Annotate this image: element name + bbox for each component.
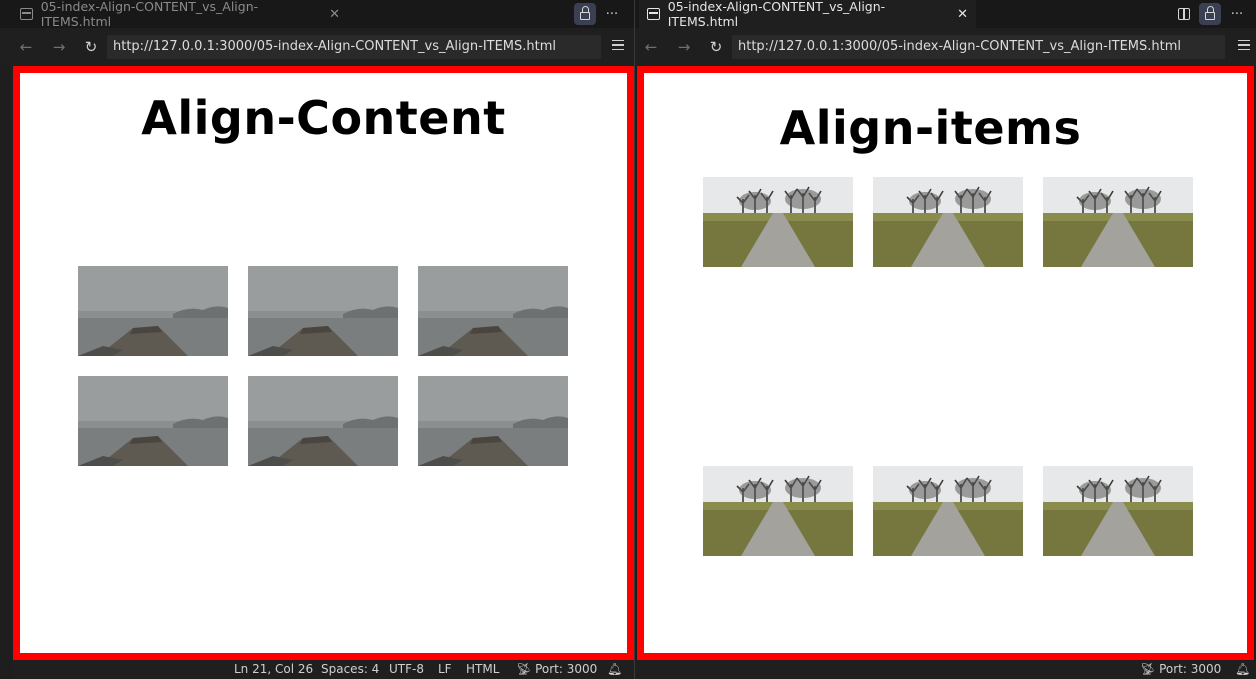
- left-browser-pane: 05-index-Align-CONTENT_vs_Align-ITEMS.ht…: [0, 0, 634, 679]
- broadcast-icon: 📡︎: [516, 662, 532, 676]
- path-image: [703, 177, 853, 267]
- right-tab-bar: 05-index-Align-CONTENT_vs_Align-ITEMS.ht…: [635, 0, 1256, 29]
- pier-image: [78, 266, 228, 356]
- pier-image: [248, 266, 398, 356]
- notification-bell-icon[interactable]: 🔔︎: [1235, 662, 1251, 676]
- more-actions-icon[interactable]: ···: [605, 6, 619, 22]
- live-server-port[interactable]: 📡︎ Port: 3000: [516, 662, 598, 676]
- close-icon[interactable]: ✕: [957, 6, 968, 22]
- language-mode[interactable]: HTML: [466, 662, 500, 676]
- right-nav-bar: ← → ↻ http://127.0.0.1:3000/05-index-Ali…: [635, 28, 1256, 66]
- path-image: [873, 466, 1023, 556]
- forward-arrow-icon[interactable]: →: [52, 38, 66, 56]
- notification-bell-icon[interactable]: 🔔︎: [607, 662, 623, 676]
- right-editor-tab[interactable]: 05-index-Align-CONTENT_vs_Align-ITEMS.ht…: [639, 0, 976, 29]
- split-editor-icon[interactable]: [1173, 3, 1195, 25]
- pier-image: [248, 376, 398, 466]
- right-url-input[interactable]: http://127.0.0.1:3000/05-index-Align-CON…: [732, 35, 1225, 59]
- left-url-input[interactable]: http://127.0.0.1:3000/05-index-Align-CON…: [107, 35, 601, 59]
- indentation-setting[interactable]: Spaces: 4: [321, 662, 380, 676]
- forward-arrow-icon[interactable]: →: [677, 38, 691, 56]
- broadcast-icon: 📡︎: [1140, 662, 1156, 676]
- lock-icon[interactable]: [1199, 3, 1221, 25]
- right-tab-title: 05-index-Align-CONTENT_vs_Align-ITEMS.ht…: [667, 0, 886, 29]
- back-arrow-icon[interactable]: ←: [644, 38, 658, 56]
- left-tab-bar: 05-index-Align-CONTENT_vs_Align-ITEMS.ht…: [0, 0, 634, 29]
- menu-icon[interactable]: [612, 40, 624, 50]
- path-image: [1043, 466, 1193, 556]
- page-title: Align-items: [779, 101, 1082, 155]
- left-nav-bar: ← → ↻ http://127.0.0.1:3000/05-index-Ali…: [0, 28, 634, 66]
- html-file-icon: [647, 8, 660, 20]
- live-server-port[interactable]: 📡︎ Port: 3000: [1140, 662, 1222, 676]
- path-image: [873, 177, 1023, 267]
- right-status-bar: 📡︎ Port: 3000 🔔︎: [635, 660, 1256, 679]
- cursor-position[interactable]: Ln 21, Col 26: [234, 662, 314, 676]
- page-title: Align-Content: [141, 91, 506, 145]
- right-browser-pane: 05-index-Align-CONTENT_vs_Align-ITEMS.ht…: [635, 0, 1256, 679]
- editor-gutter: [0, 66, 13, 679]
- close-icon[interactable]: ✕: [329, 6, 340, 22]
- right-page-viewport: Align-items: [637, 66, 1254, 660]
- encoding-setting[interactable]: UTF-8: [389, 662, 424, 676]
- pier-image: [418, 376, 568, 466]
- back-arrow-icon[interactable]: ←: [19, 38, 33, 56]
- reload-icon[interactable]: ↻: [84, 38, 98, 56]
- eol-setting[interactable]: LF: [438, 662, 452, 676]
- menu-icon[interactable]: [1238, 40, 1250, 50]
- left-status-bar: Ln 21, Col 26 Spaces: 4 UTF-8 LF HTML 📡︎…: [13, 660, 634, 679]
- left-editor-tab[interactable]: 05-index-Align-CONTENT_vs_Align-ITEMS.ht…: [12, 0, 348, 29]
- pier-image: [78, 376, 228, 466]
- left-tab-title: 05-index-Align-CONTENT_vs_Align-ITEMS.ht…: [40, 0, 259, 29]
- reload-icon[interactable]: ↻: [709, 38, 723, 56]
- lock-icon[interactable]: [574, 3, 596, 25]
- path-image: [703, 466, 853, 556]
- pane-divider[interactable]: [634, 0, 635, 679]
- pier-image: [418, 266, 568, 356]
- path-image: [1043, 177, 1193, 267]
- html-file-icon: [20, 8, 33, 20]
- left-page-viewport: Align-Content: [13, 66, 634, 660]
- more-actions-icon[interactable]: ···: [1230, 6, 1244, 22]
